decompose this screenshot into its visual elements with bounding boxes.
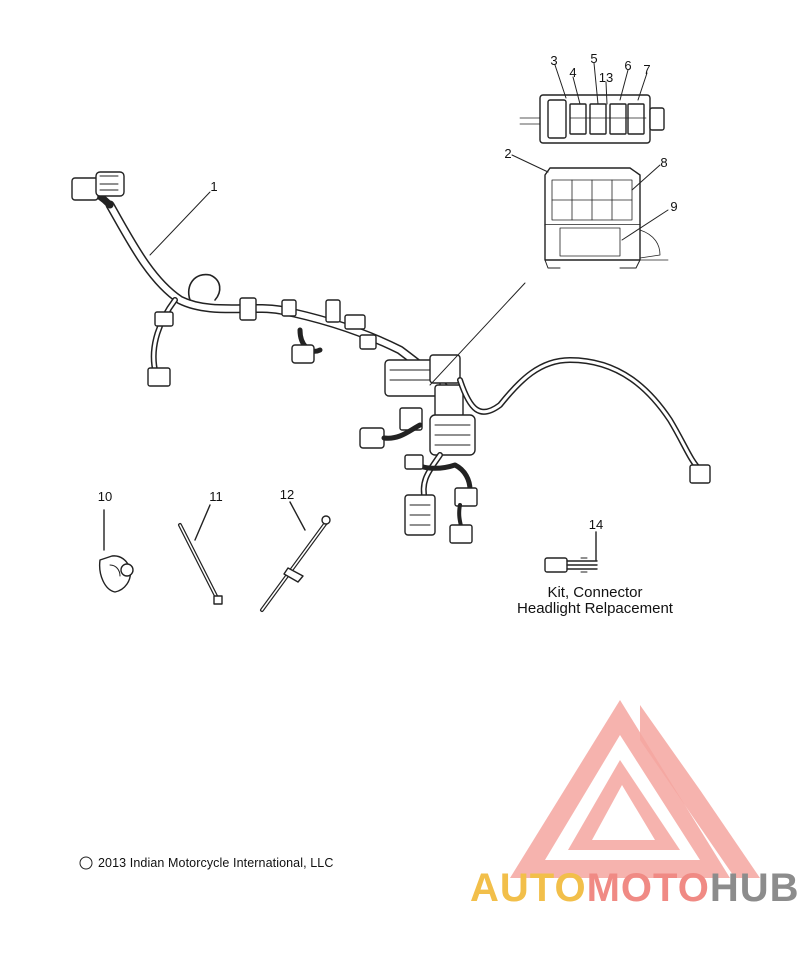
push-mount-tie-item bbox=[260, 501, 331, 612]
watermark-part-auto: AUTO bbox=[470, 866, 587, 910]
watermark-logo-icon bbox=[510, 700, 760, 878]
callout-10: 10 bbox=[97, 489, 113, 504]
main-wire-harness bbox=[71, 171, 711, 544]
callout-2: 2 bbox=[504, 146, 512, 161]
callout-8: 8 bbox=[660, 155, 668, 170]
callout-7: 7 bbox=[643, 62, 651, 77]
callout-6: 6 bbox=[624, 58, 632, 73]
callout-14: 14 bbox=[588, 517, 604, 532]
watermark-part-moto: MOTO bbox=[586, 866, 710, 910]
callout-5: 5 bbox=[590, 51, 598, 66]
cable-tie-item bbox=[178, 504, 223, 605]
copyright-icon bbox=[79, 856, 93, 870]
watermark-text: AUTOMOTOHUB bbox=[470, 866, 800, 911]
kit-caption-line2: Headlight Relpacement bbox=[517, 600, 673, 617]
cable-clip-item bbox=[98, 509, 134, 593]
connector-kit-item bbox=[544, 531, 598, 573]
copyright-text: 2013 Indian Motorcycle International, LL… bbox=[98, 856, 334, 870]
fuse-box-top-view bbox=[519, 94, 665, 144]
kit-caption-line1: Kit, Connector bbox=[547, 584, 643, 601]
callout-9: 9 bbox=[670, 199, 678, 214]
callout-12: 12 bbox=[279, 487, 295, 502]
fuse-box-assembly bbox=[544, 167, 669, 269]
watermark-part-hub: HUB bbox=[709, 866, 800, 910]
callout-11: 11 bbox=[209, 489, 223, 504]
callout-3: 3 bbox=[550, 53, 558, 68]
leader-lines bbox=[149, 62, 669, 256]
callout-13: 13 bbox=[598, 70, 614, 85]
callout-4: 4 bbox=[569, 65, 577, 80]
callout-1: 1 bbox=[210, 179, 218, 194]
